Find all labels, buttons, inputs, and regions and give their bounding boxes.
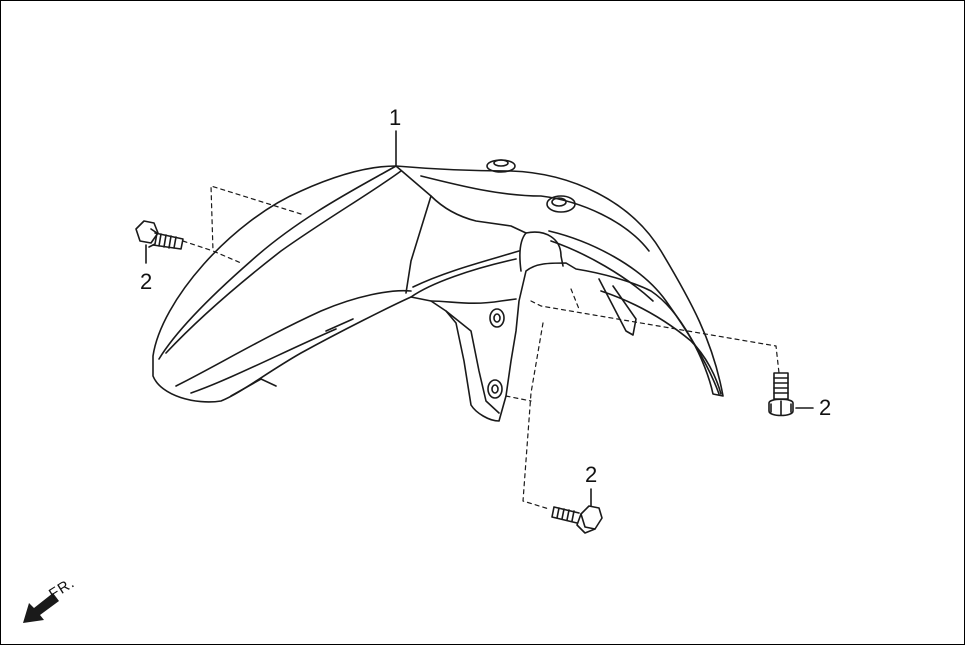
callout-label-fender: 1 [389, 105, 402, 130]
front-fender [152, 159, 724, 422]
bolt-bottom [551, 488, 603, 534]
bolt-left [135, 220, 184, 264]
callout-label-bolt-right: 2 [819, 395, 832, 420]
bolt-right [768, 372, 814, 417]
front-direction-arrow [23, 593, 59, 623]
callout-label-bolt-bottom: 2 [585, 462, 598, 487]
alignment-lines [182, 185, 780, 510]
callout-label-bolt-left: 2 [140, 269, 153, 294]
